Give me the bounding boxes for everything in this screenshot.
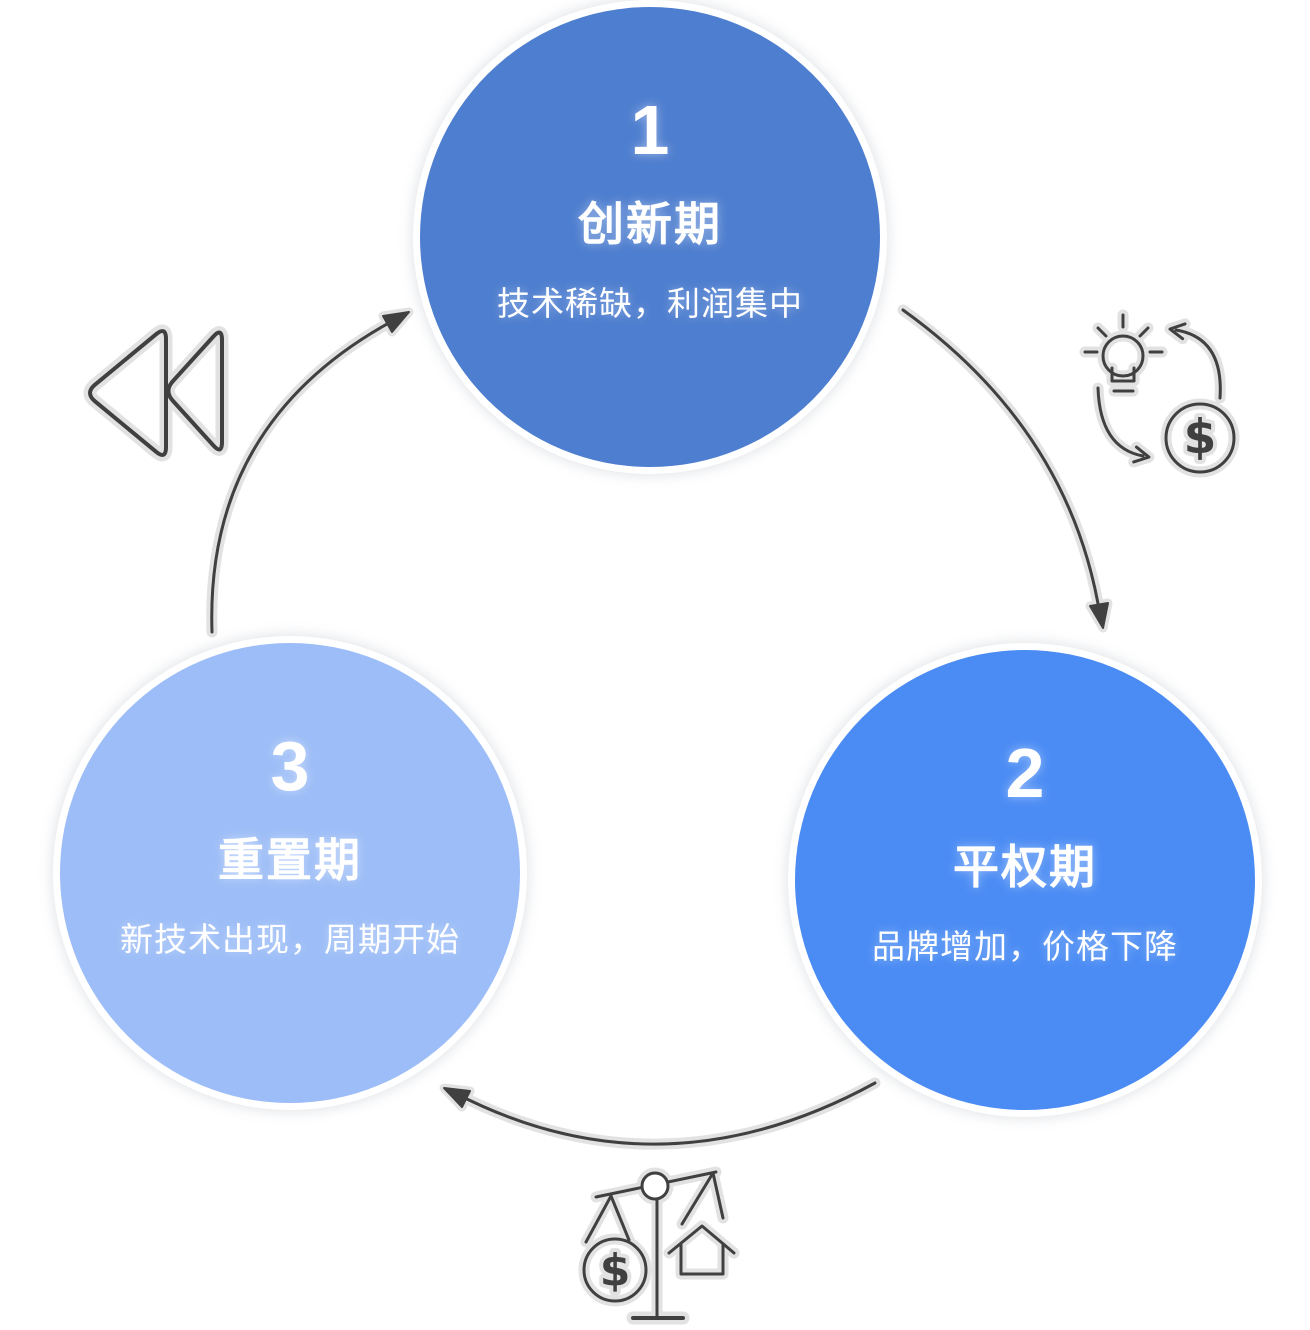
stage-title: 重置期: [218, 834, 362, 886]
stage-subtitle: 新技术出现，周期开始: [120, 921, 460, 958]
scale-pivot: [640, 1171, 670, 1201]
diagram-linework: $ $: [88, 308, 1236, 1320]
arrow-stage2-to-stage3: [443, 1081, 877, 1146]
stage-circle-innovation: 1 创新期 技术稀缺，利润集中: [420, 7, 880, 467]
dollar-sign: $: [1184, 410, 1217, 465]
cycle-arrow-up-icon: [1168, 322, 1222, 400]
dollar-coin-icon: $: [582, 1237, 648, 1303]
svg-text:$: $: [600, 1245, 631, 1296]
stage-circle-equalization: 2 平权期 品牌增加，价格下降: [795, 650, 1255, 1110]
stage-subtitle: 技术稀缺，利润集中: [497, 285, 803, 322]
arrow-stage3-to-stage1: [210, 311, 410, 634]
rewind-icon: [88, 329, 224, 457]
stage-circle-reset: 3 重置期 新技术出现，周期开始: [60, 643, 520, 1103]
dollar-sign: $: [600, 1245, 631, 1296]
arrow-stage1-to-stage2: [901, 308, 1109, 629]
stage-number: 3: [270, 727, 310, 805]
stage-title: 创新期: [578, 198, 722, 250]
cycle-arrow-down-icon: [1096, 386, 1151, 464]
arrowhead-icon: [443, 1087, 471, 1108]
stage-number: 1: [630, 91, 670, 169]
arrowhead-icon: [382, 311, 410, 333]
dollar-coin-icon: $: [1164, 402, 1236, 474]
stage-number: 2: [1005, 734, 1045, 812]
arrowhead-icon: [1089, 602, 1109, 629]
house-icon: [667, 1224, 736, 1276]
idea-to-money-icon: $: [1083, 313, 1236, 474]
balance-scale-icon: $: [582, 1170, 736, 1320]
lightbulb-icon: [1083, 313, 1164, 393]
stage-subtitle: 品牌增加，价格下降: [872, 928, 1178, 965]
svg-text:$: $: [1184, 410, 1217, 465]
stage-title: 平权期: [953, 841, 1097, 893]
